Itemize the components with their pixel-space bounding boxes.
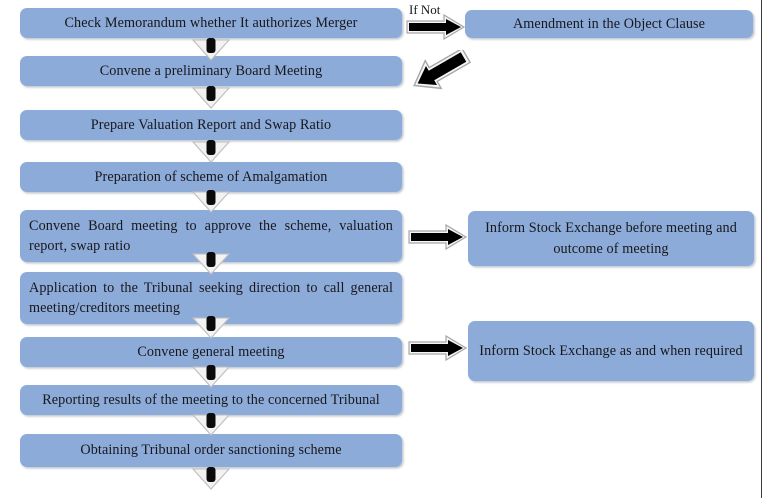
- down-arrow-icon: [191, 316, 231, 340]
- process-box-reporting-results[interactable]: Reporting results of the meeting to the …: [20, 385, 402, 415]
- side-box-label: Inform Stock Exchange before meeting and…: [485, 220, 737, 257]
- caption-if-not: If Not: [409, 2, 441, 17]
- side-box-label: Inform Stock Exchange as and when requir…: [479, 342, 743, 359]
- right-arrow-icon: [406, 14, 466, 40]
- down-arrow-icon: [191, 413, 231, 437]
- side-box-inform-stock-exchange-required[interactable]: Inform Stock Exchange as and when requir…: [468, 321, 754, 381]
- down-arrow-icon: [191, 252, 231, 276]
- return-arrow-icon: [406, 50, 476, 90]
- process-box-tribunal-order[interactable]: Obtaining Tribunal order sanctioning sch…: [20, 434, 402, 467]
- process-box-check-memorandum[interactable]: Check Memorandum whether It authorizes M…: [20, 8, 402, 38]
- down-arrow-icon: [191, 86, 231, 110]
- side-box-amendment-object-clause[interactable]: Amendment in the Object Clause: [465, 10, 753, 38]
- process-box-application-tribunal[interactable]: Application to the Tribunal seeking dire…: [20, 272, 402, 324]
- process-box-label: Reporting results of the meeting to the …: [42, 391, 380, 408]
- process-box-label: Check Memorandum whether It authorizes M…: [64, 14, 358, 31]
- process-box-preliminary-board-meeting[interactable]: Convene a preliminary Board Meeting: [20, 56, 402, 86]
- down-arrow-icon: [191, 38, 231, 62]
- process-box-valuation-report[interactable]: Prepare Valuation Report and Swap Ratio: [20, 110, 402, 140]
- down-arrow-icon: [191, 467, 231, 491]
- right-arrow-icon: [408, 335, 468, 361]
- right-arrow-icon: [408, 224, 468, 250]
- down-arrow-icon: [191, 365, 231, 389]
- process-box-label: Convene general meeting: [137, 343, 285, 360]
- side-box-label: Amendment in the Object Clause: [512, 15, 706, 32]
- process-box-label: Obtaining Tribunal order sanctioning sch…: [80, 442, 342, 459]
- down-arrow-icon: [191, 140, 231, 164]
- side-box-inform-stock-exchange-meeting[interactable]: Inform Stock Exchange before meeting and…: [468, 211, 754, 266]
- process-box-label: Application to the Tribunal seeking dire…: [29, 279, 393, 316]
- process-box-convene-general-meeting[interactable]: Convene general meeting: [20, 337, 402, 367]
- page-border-rule: [761, 0, 762, 498]
- process-box-label: Convene Board meeting to approve the sch…: [29, 217, 393, 254]
- process-box-label: Preparation of scheme of Amalgamation: [94, 168, 328, 185]
- process-box-label: Convene a preliminary Board Meeting: [99, 62, 323, 79]
- process-box-scheme-amalgamation[interactable]: Preparation of scheme of Amalgamation: [20, 162, 402, 192]
- process-box-label: Prepare Valuation Report and Swap Ratio: [90, 116, 332, 133]
- down-arrow-icon: [191, 190, 231, 214]
